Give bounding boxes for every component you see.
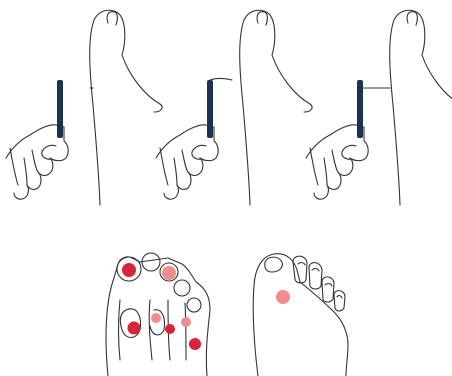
dorsal-foot-view	[253, 254, 348, 376]
fourth-toe	[322, 277, 334, 302]
foot-and-hand-outline	[6, 10, 162, 205]
plantar-foot-view	[106, 253, 210, 376]
dorsal-foot-outline	[253, 254, 300, 376]
toe-nail	[298, 263, 305, 265]
toe-nail	[337, 296, 342, 298]
toe-pad	[174, 280, 190, 296]
foot-and-hand-outline	[306, 10, 452, 205]
test-site-marker	[122, 263, 136, 277]
test-site-marker	[151, 313, 161, 323]
monofilament-icon	[57, 80, 63, 138]
second-toe	[293, 256, 307, 283]
test-site-marker	[162, 266, 176, 280]
third-toe	[309, 263, 322, 289]
test-step-2-panel	[156, 10, 312, 205]
toe-pad	[187, 298, 201, 312]
toe-nail	[325, 284, 332, 286]
toe-nail	[312, 269, 319, 271]
test-step-3-panel	[306, 10, 452, 205]
foot-and-hand-outline	[156, 10, 312, 205]
test-site-marker	[181, 317, 191, 327]
sole-crease	[185, 303, 186, 360]
test-site-marker	[165, 324, 175, 334]
test-site-marker	[276, 290, 290, 304]
toe-pad	[142, 253, 160, 271]
filament-tip-bent	[210, 79, 232, 81]
test-site-marker	[189, 338, 201, 350]
little-toe	[334, 291, 345, 311]
sole-crease	[119, 300, 121, 360]
monofilament-icon	[357, 80, 363, 138]
test-site-marker	[128, 322, 141, 335]
test-step-1-panel	[6, 10, 162, 205]
monofilament-icon	[207, 80, 213, 138]
big-toe-nail	[265, 257, 283, 272]
